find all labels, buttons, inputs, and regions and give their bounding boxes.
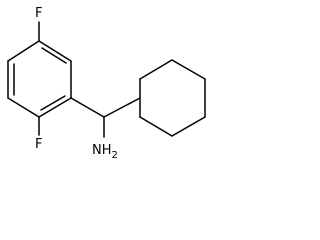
ring-bond [171, 59, 206, 80]
molecule-structure: F F NH2 [7, 6, 206, 161]
aromatic-double-bond [41, 47, 67, 64]
amine-label: NH2 [92, 143, 118, 161]
fluorine-top-label: F [35, 6, 42, 21]
ring-bond [7, 40, 40, 62]
ring-bond [139, 59, 173, 80]
ring-bond [38, 97, 72, 118]
benzene-ring [7, 40, 72, 118]
cyclohexane-ring [139, 59, 206, 137]
fluorine-bottom-label: F [35, 137, 42, 152]
aromatic-double-bond [40, 95, 66, 111]
ring-bond [38, 40, 72, 62]
ring-bond [171, 116, 206, 137]
methine-to-cyclohexyl-bond [103, 97, 141, 118]
ring-to-methine-bond [70, 97, 105, 118]
ring-bond [139, 116, 173, 137]
ring-bond [7, 97, 40, 118]
